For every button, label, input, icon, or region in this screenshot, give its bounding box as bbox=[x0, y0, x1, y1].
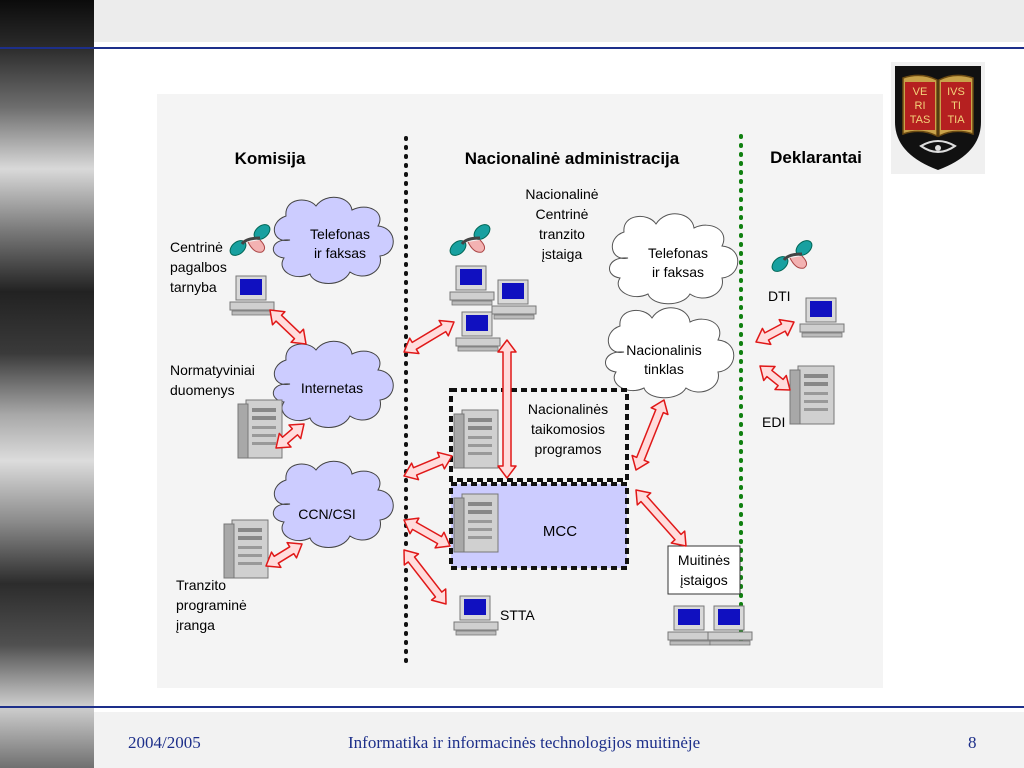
cloud-internetas-label: Internetas bbox=[301, 380, 363, 396]
server-icon-edi bbox=[789, 365, 835, 425]
label-nac-centrine-1: Nacionalinė bbox=[525, 186, 598, 202]
crest-right-2: TI bbox=[951, 100, 961, 112]
pc-icon-muitines-2 bbox=[707, 605, 753, 646]
pc-icon-stta bbox=[453, 595, 499, 636]
bottom-rule bbox=[0, 706, 1024, 708]
label-dti: DTI bbox=[768, 288, 791, 304]
label-tranzito-3: įranga bbox=[176, 617, 215, 633]
phone-icon-komisija bbox=[225, 220, 275, 260]
label-normatyviniai-1: Normatyviniai bbox=[170, 362, 255, 378]
pc-icon-nac-1 bbox=[449, 265, 495, 306]
arrow-centrine-internetas bbox=[269, 309, 307, 345]
label-stta: STTA bbox=[500, 607, 535, 623]
arrow-ccn-mcc bbox=[403, 517, 451, 549]
crest-left-1: VE bbox=[913, 86, 928, 98]
phone-icon-deklarantai bbox=[767, 236, 817, 276]
pc-icon-nac-3 bbox=[455, 311, 501, 352]
arrow-nac-vertical bbox=[497, 339, 517, 479]
cloud-nac-line1: Nacionalinis bbox=[626, 342, 701, 358]
cloud-telefonas-left-line1: Telefonas bbox=[310, 226, 370, 242]
footer-page-number: 8 bbox=[968, 733, 977, 752]
phone-icon-nacionaline bbox=[445, 220, 495, 260]
cloud-internetas: Internetas bbox=[273, 340, 394, 428]
arrow-group bbox=[265, 309, 795, 605]
arrow-nac-internetas bbox=[403, 319, 455, 355]
label-centrine-2: pagalbos bbox=[170, 259, 227, 275]
header-deklarantai: Deklarantai bbox=[770, 148, 862, 167]
footer-bar bbox=[94, 712, 1024, 768]
mcc-label: MCC bbox=[543, 523, 577, 540]
top-strip bbox=[94, 0, 1024, 42]
header-komisija: Komisija bbox=[235, 149, 306, 168]
cloud-telefonas-right: Telefonas ir faksas bbox=[609, 213, 739, 305]
cloud-ccn-label: CCN/CSI bbox=[298, 506, 356, 522]
label-tranzito-2: programinė bbox=[176, 597, 247, 613]
arrow-ccn-apps bbox=[403, 451, 453, 481]
label-centrine-3: tarnyba bbox=[170, 279, 217, 295]
arrow-ccn-stta bbox=[403, 549, 447, 605]
label-nac-centrine-4: įstaiga bbox=[542, 246, 583, 262]
muitines-box bbox=[667, 545, 741, 595]
muitines-line2: įstaigos bbox=[680, 572, 727, 588]
label-nac-centrine-2: Centrinė bbox=[536, 206, 589, 222]
pc-icon-nac-2 bbox=[491, 279, 537, 320]
sidebar-gradient bbox=[0, 0, 94, 768]
label-edi: EDI bbox=[762, 414, 785, 430]
muitines-line1: Muitinės bbox=[678, 552, 730, 568]
header-nacionaline: Nacionalinė administracija bbox=[465, 149, 680, 168]
pc-icon-centrine bbox=[229, 275, 275, 316]
label-taikomosios-3: programos bbox=[535, 441, 602, 457]
cloud-telefonas-right-line1: Telefonas bbox=[648, 245, 708, 261]
cloud-ccn-csi: CCN/CSI bbox=[273, 460, 394, 548]
server-icon-mcc bbox=[453, 493, 499, 553]
pc-icon-muitines-1 bbox=[667, 605, 713, 646]
crest-right-3: TIA bbox=[947, 114, 965, 126]
footer-year: 2004/2005 bbox=[128, 733, 201, 752]
pc-icon-dti bbox=[799, 297, 845, 338]
arrow-edi-tinklas bbox=[759, 365, 791, 391]
cloud-nacionalinis-tinklas: Nacionalinis tinklas bbox=[605, 307, 735, 399]
label-taikomosios-2: taikomosios bbox=[531, 421, 605, 437]
crest-left-3: TAS bbox=[910, 114, 931, 126]
arrow-tinklas-apps bbox=[631, 399, 669, 471]
crest-right-1: IVS bbox=[947, 86, 965, 98]
arrow-mcc-muitines bbox=[635, 489, 687, 547]
cloud-telefonas-left-line2: ir faksas bbox=[314, 245, 366, 261]
top-rule bbox=[0, 47, 1024, 49]
server-icon-taikomosios bbox=[453, 409, 499, 469]
label-normatyviniai-2: duomenys bbox=[170, 382, 235, 398]
crest-left-2: RI bbox=[915, 100, 926, 112]
arrow-ccn-tranzito bbox=[265, 541, 303, 569]
arrow-dti-tinklas bbox=[755, 318, 795, 346]
label-tranzito-1: Tranzito bbox=[176, 577, 226, 593]
footer-title: Informatika ir informacinės technologijo… bbox=[348, 733, 701, 752]
label-centrine-1: Centrinė bbox=[170, 239, 223, 255]
label-nac-centrine-3: tranzito bbox=[539, 226, 585, 242]
server-icon-tranzito bbox=[223, 519, 269, 579]
label-taikomosios-1: Nacionalinės bbox=[528, 401, 608, 417]
cloud-telefonas-right-line2: ir faksas bbox=[652, 264, 704, 280]
cloud-nac-line2: tinklas bbox=[644, 361, 684, 377]
server-icon-normatyviniai bbox=[237, 399, 283, 459]
university-crest: VE RI TAS IVS TI TIA bbox=[891, 62, 985, 174]
cloud-telefonas-left: Telefonas ir faksas bbox=[273, 196, 394, 284]
apps-box bbox=[449, 388, 629, 482]
arrow-internetas-server bbox=[275, 423, 305, 449]
